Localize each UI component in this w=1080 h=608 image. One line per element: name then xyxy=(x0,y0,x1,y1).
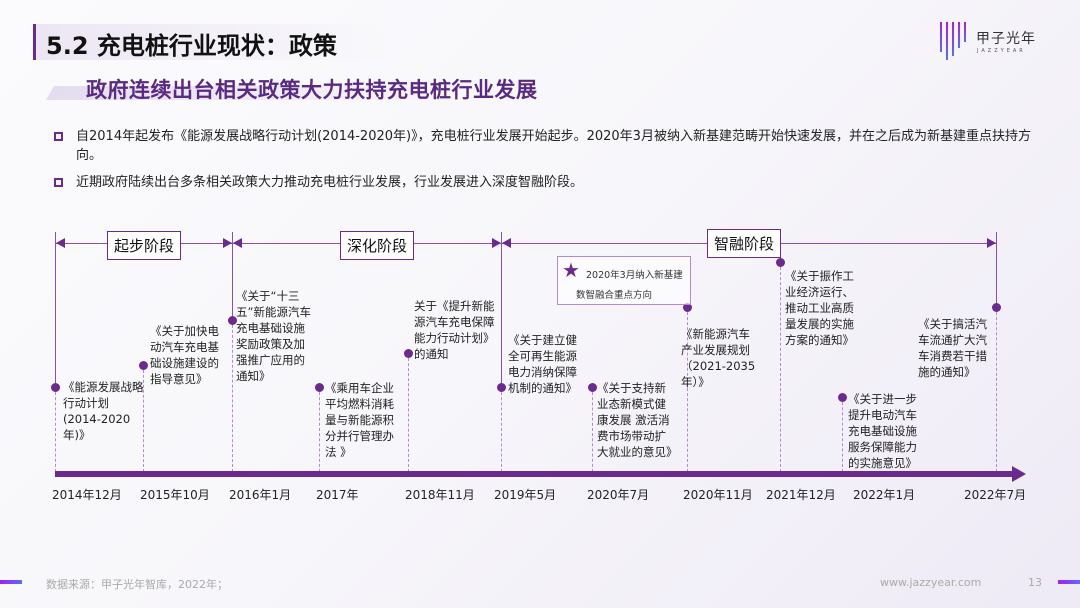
arrow-left-icon xyxy=(56,238,65,248)
arrow-right-icon xyxy=(223,238,232,248)
event-dot xyxy=(838,393,847,402)
page-title: 5.2 充电桩行业现状：政策 xyxy=(46,32,337,60)
event-text: 《关于建立健全可再生能源电力消纳保障机制的通知》 xyxy=(508,333,577,395)
arrow-left-icon xyxy=(502,238,511,248)
event-dot xyxy=(139,361,148,370)
event-line xyxy=(55,252,56,387)
event-dot xyxy=(683,303,692,312)
event-text: 《能源发展战略行动计划(2014-2020年)》 xyxy=(63,380,144,442)
phase-label: 智融阶段 xyxy=(707,229,782,258)
event-date: 2021年12月 xyxy=(766,488,836,502)
page-number: 13 xyxy=(1028,576,1042,589)
event-line xyxy=(501,252,502,387)
event-connector xyxy=(996,307,997,472)
event-connector xyxy=(780,262,781,472)
event-text: 《关于振作工业经济运行、推动工业高质量发展的实施方案的通知》 xyxy=(785,269,854,347)
event-date: 2020年11月 xyxy=(683,488,753,502)
bullet-square-icon xyxy=(54,132,63,141)
event-dot xyxy=(992,303,1001,312)
logo-icon xyxy=(940,22,1050,62)
event-connector xyxy=(592,387,593,472)
event-dot xyxy=(776,258,785,267)
logo-subtext: JAZZYEAR xyxy=(977,48,1026,54)
event-connector xyxy=(842,397,843,472)
event-connector xyxy=(408,353,409,472)
event-date: 2020年7月 xyxy=(587,488,650,502)
highlight-line2: 数智融合重点方向 xyxy=(576,290,653,301)
phase-boundary xyxy=(232,232,233,252)
star-icon: ★ xyxy=(562,258,580,282)
bullet-square-icon xyxy=(54,178,63,187)
event-date: 2018年11月 xyxy=(405,488,475,502)
logo-text: 甲子光年 xyxy=(976,31,1036,47)
footer-accent xyxy=(0,580,22,584)
phase-boundary xyxy=(55,232,56,252)
event-line xyxy=(232,252,233,320)
event-date: 2019年5月 xyxy=(494,488,557,502)
phase-label: 深化阶段 xyxy=(340,231,415,260)
event-text: 《关于支持新业态新模式健康发展 激活消费市场带动扩大就业的意见》 xyxy=(597,381,678,459)
bullet-item: 近期政府陆续出台多条相关政策大力推动充电桩行业发展，行业发展进入深度智融阶段。 xyxy=(52,173,1042,192)
event-text: 《关于“十三五”新能源汽车充电基础设施奖励政策及加强推广应用的通知》 xyxy=(236,289,311,383)
event-text: 《关于进一步提升电动汽车充电基础设施服务保障能力的实施意见》 xyxy=(848,392,917,470)
title-bar xyxy=(33,24,393,60)
event-date: 2022年7月 xyxy=(964,488,1027,502)
event-dot xyxy=(404,349,413,358)
event-dot xyxy=(228,316,237,325)
event-dot xyxy=(51,383,60,392)
event-connector xyxy=(143,365,144,472)
phase-label: 起步阶段 xyxy=(107,231,182,260)
event-text: 《新能源汽车产业发展规划（2021-2035年）》 xyxy=(681,327,756,389)
arrow-left-icon xyxy=(233,238,242,248)
bullet-text: 近期政府陆续出台多条相关政策大力推动充电桩行业发展，行业发展进入深度智融阶段。 xyxy=(76,175,584,190)
event-connector xyxy=(687,307,688,472)
event-connector xyxy=(232,320,233,472)
event-text: 关于《提升新能源汽车充电保障能力行动计划》的通知 xyxy=(414,299,495,361)
event-dot xyxy=(315,383,324,392)
footer-source: 数据来源：甲子光年智库，2022年； xyxy=(46,578,228,591)
arrow-right-icon xyxy=(492,238,501,248)
footer-accent xyxy=(1058,580,1080,584)
event-date: 2022年1月 xyxy=(853,488,916,502)
axis-arrow-icon xyxy=(1012,466,1026,482)
timeline-axis xyxy=(55,471,1015,477)
event-date: 2017年 xyxy=(316,488,359,502)
bullet-text: 自2014年起发布《能源发展战略行动计划(2014-2020年)》，充电桩行业发… xyxy=(76,129,1031,163)
highlight-line1: 2020年3月纳入新基建 xyxy=(586,270,683,281)
event-text: 《乘用车企业平均燃料消耗量与新能源积分并行管理办法 》 xyxy=(325,381,394,459)
phase-boundary xyxy=(996,232,997,252)
footer-url[interactable]: www.jazzyear.com xyxy=(880,576,982,589)
phase-boundary xyxy=(501,232,502,252)
event-dot xyxy=(497,383,506,392)
event-date: 2014年12月 xyxy=(52,488,122,502)
event-connector xyxy=(319,387,320,472)
event-connector xyxy=(55,387,56,472)
arrow-right-icon xyxy=(987,238,996,248)
event-date: 2015年10月 xyxy=(140,488,210,502)
highlight-box: ★ 2020年3月纳入新基建 数智融合重点方向 xyxy=(557,256,691,305)
event-dot xyxy=(588,383,597,392)
event-text: 《关于搞活汽车流通扩大汽车消费若干措施的通知》 xyxy=(918,317,987,379)
event-date: 2016年1月 xyxy=(229,488,292,502)
bullet-item: 自2014年起发布《能源发展战略行动计划(2014-2020年)》，充电桩行业发… xyxy=(52,127,1042,165)
page-subtitle: 政府连续出台相关政策大力扶持充电桩行业发展 xyxy=(86,78,538,102)
event-text: 《关于加快电动汽车充电基础设施建设的指导意见》 xyxy=(150,324,219,386)
event-line xyxy=(996,252,997,307)
event-connector xyxy=(501,387,502,472)
